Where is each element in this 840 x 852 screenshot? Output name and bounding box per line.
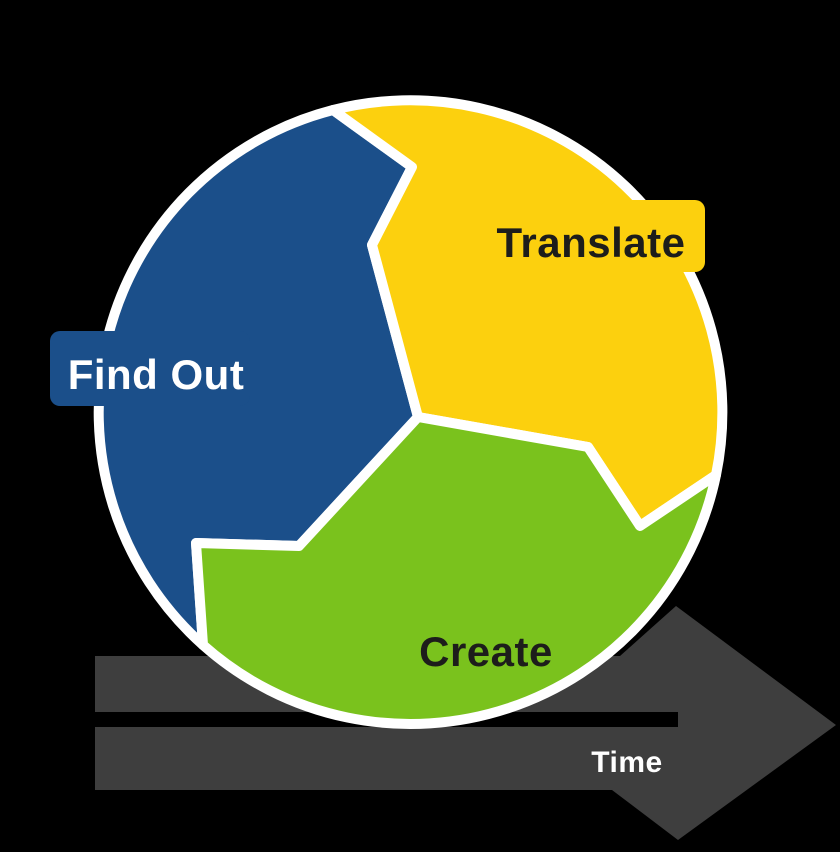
time-label: Time (591, 746, 662, 779)
segment-create (191, 412, 721, 729)
create-label: Create (419, 628, 553, 675)
find-out-label-tab (50, 331, 250, 406)
translate-label: Translate (497, 219, 686, 266)
translate-label-tab (600, 200, 705, 272)
find-out-label: Find Out (68, 351, 245, 398)
